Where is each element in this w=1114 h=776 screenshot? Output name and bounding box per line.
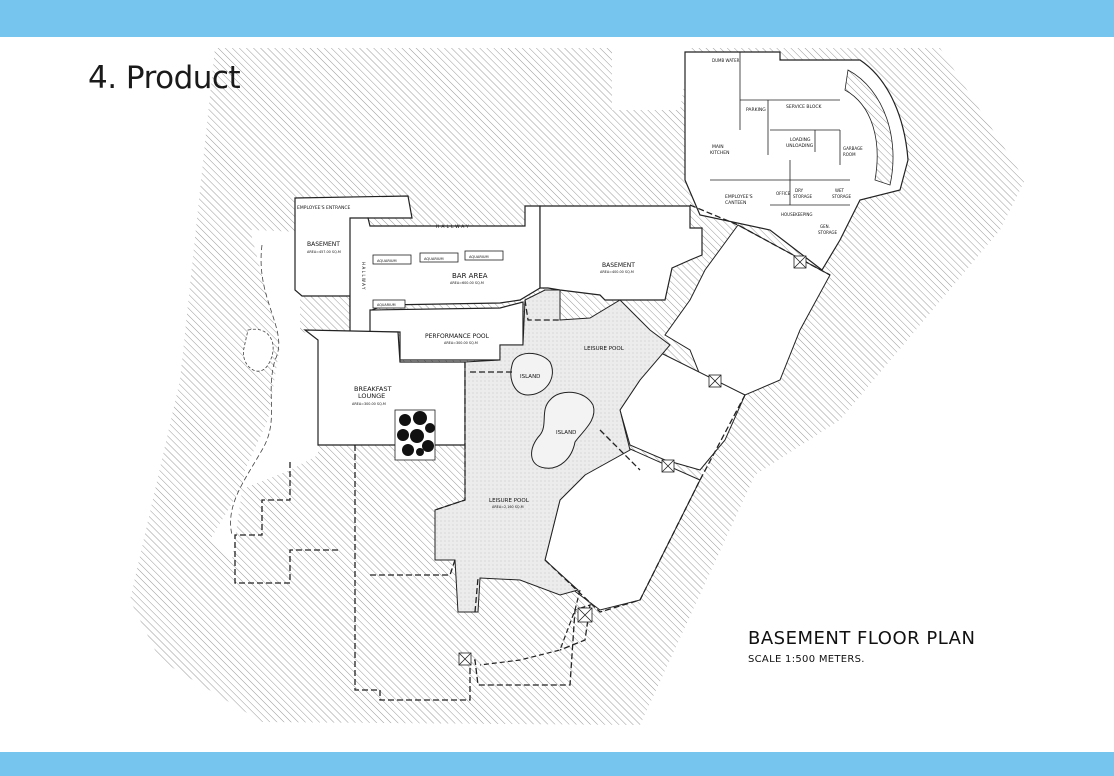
label-canteen-2: CANTEEN [725, 200, 746, 206]
label-basement-east: BASEMENT [602, 262, 635, 269]
label-basement-west: BASEMENT [307, 241, 340, 248]
label-breakfast-2: LOUNGE [358, 392, 385, 400]
spiral-ramp [844, 69, 894, 186]
island-1 [510, 352, 553, 396]
label-island-2: ISLAND [556, 430, 576, 436]
garden-curve [230, 244, 280, 536]
label-gen-storage-1: GEN. [820, 224, 830, 229]
label-performance-pool: PERFORMANCE POOL [425, 333, 490, 340]
label-garbage-2: ROOM [843, 152, 856, 157]
label-leisure-pool-south: LEISURE POOL [489, 498, 530, 504]
label-aquarium-4: AQUARIUM [377, 303, 396, 307]
label-leisure-pool-south-area: AREA=2,160 SQ.M [492, 505, 524, 509]
aquarium-boxes [372, 250, 504, 309]
plan-title: BASEMENT FLOOR PLAN [748, 628, 976, 649]
label-performance-pool-area: AREA=300.00 SQ.M [444, 341, 478, 345]
label-bar-area-area: AREA=600.00 SQ.M [450, 281, 484, 285]
label-island-1: ISLAND [520, 374, 540, 380]
label-loading-1: LOADING [790, 137, 811, 143]
label-wet-storage-1: WET [835, 188, 844, 193]
label-main-kitchen-2: KITCHEN [710, 150, 730, 156]
label-leisure-pool-north: LEISURE POOL [584, 346, 625, 352]
label-bar-area: BAR AREA [452, 272, 488, 280]
bottom-banner [0, 752, 1114, 776]
label-service-block: SERVICE BLOCK [786, 104, 823, 110]
label-aquarium-1: AQUARIUM [377, 259, 397, 263]
label-breakfast-area: AREA=300.00 SQ.M [352, 402, 386, 406]
service-block-outline [684, 51, 909, 271]
planter-trees [397, 411, 435, 456]
slide-heading: 4. Product [88, 60, 241, 96]
island-2 [531, 391, 595, 469]
label-gen-storage-2: STORAGE [818, 230, 838, 235]
label-housekeeping: HOUSEKEEPING [781, 212, 813, 217]
label-hallway-side: HALLWAY [361, 262, 366, 291]
west-garden [210, 230, 318, 560]
label-parking: PARKING [746, 107, 766, 113]
room-labels: EMPLOYEE'S ENTRANCE BASEMENT AREA=457.00… [297, 58, 863, 509]
column-markers [458, 255, 807, 666]
label-basement-west-area: AREA=457.00 SQ.M [307, 250, 341, 254]
upper-floor-dashed [234, 204, 831, 701]
garden-pond [243, 328, 274, 372]
label-employees-entrance: EMPLOYEE'S ENTRANCE [297, 205, 351, 211]
label-dumb-waiter: DUMB WATER [712, 58, 740, 63]
label-hallway-top: HALLWAY [436, 224, 471, 230]
label-garbage-1: GARBAGE [843, 146, 863, 151]
label-basement-east-area: AREA=400.00 SQ.M [600, 270, 634, 274]
label-dry-storage-2: STORAGE [793, 194, 813, 199]
label-aquarium-2: AQUARIUM [424, 257, 444, 261]
service-partitions [710, 52, 850, 206]
label-breakfast-1: BREAKFAST [354, 385, 392, 393]
label-canteen-1: EMPLOYEE'S [725, 194, 753, 200]
label-loading-2: UNLOADING [786, 143, 814, 149]
label-office: OFFICE [776, 191, 791, 196]
top-banner [0, 0, 1114, 37]
label-aquarium-3: AQUARIUM [469, 255, 489, 259]
label-dry-storage-1: DRY [795, 188, 804, 193]
east-basement [539, 205, 703, 301]
label-wet-storage-2: STORAGE [832, 194, 852, 199]
label-main-kitchen-1: MAIN [712, 144, 724, 150]
plan-scale: SCALE 1:500 METERS. [748, 654, 865, 665]
